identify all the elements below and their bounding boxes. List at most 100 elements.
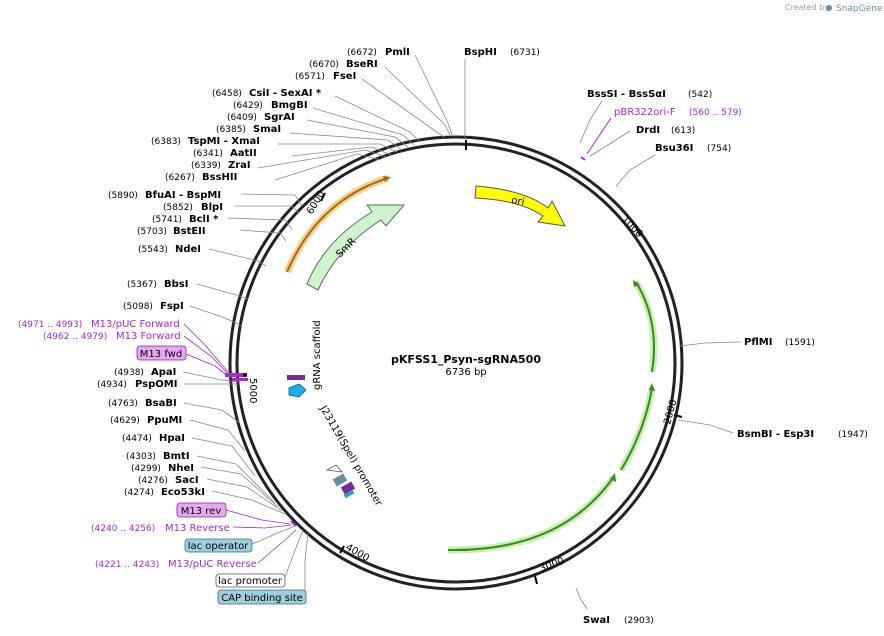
lac-promoter-box[interactable] <box>215 573 286 588</box>
site-name-bsabi[interactable]: BsaBI <box>145 398 177 409</box>
site-name-bsteii[interactable]: BstEII <box>173 226 206 237</box>
site-name-saci[interactable]: SacI <box>175 475 199 486</box>
site-name-apai[interactable]: ApaI <box>151 367 176 378</box>
grna-scaffold-feature[interactable]: gRNA scaffold <box>287 320 323 398</box>
m13-rev-box[interactable] <box>176 502 227 518</box>
site-name-bmgbi[interactable]: BmgBI <box>271 100 308 111</box>
j23119-block-1 <box>332 473 348 487</box>
primer-marks <box>225 117 612 527</box>
site-name-bmti[interactable]: BmtI <box>163 451 190 462</box>
site-pos: (5890) <box>108 191 138 201</box>
top-site-labels: (6672) PmlI (6670) BseRI (6571) FseI (64… <box>151 47 410 183</box>
site-name-bcli[interactable]: BclI * <box>189 214 219 225</box>
m13-fwd-primer-mark-2 <box>232 378 248 381</box>
j23119-arrow-icon <box>325 464 343 473</box>
site-name-pmli[interactable]: PmlI <box>385 47 410 58</box>
snapgene-credit: Created by SnapGene <box>785 3 883 14</box>
j23119-feature[interactable]: J23119(SpeI) promoter <box>317 403 384 509</box>
site-name-pflmi[interactable]: PflMI <box>744 337 772 348</box>
green-arc-2-glow <box>617 387 656 472</box>
ori-feature[interactable]: ori <box>474 185 566 227</box>
site-name-zrai[interactable]: ZraI <box>228 160 251 171</box>
m13-rev-box-label: M13 rev <box>181 506 222 517</box>
orange-feature-arc[interactable] <box>283 174 391 274</box>
site-name-fspi[interactable]: FspI <box>160 301 184 312</box>
credit-brand: SnapGene <box>836 4 883 14</box>
site-pos: (1947) <box>838 430 868 440</box>
primer-name-m13puc-forward[interactable]: M13/pUC Forward <box>91 319 180 330</box>
site-name-nhei[interactable]: NheI <box>168 463 194 474</box>
site-pos: (5852) <box>163 203 193 213</box>
site-name-eco53ki[interactable]: Eco53kI <box>161 487 205 498</box>
top-site-leaders <box>257 54 466 181</box>
tick-3000 <box>534 575 538 585</box>
site-name-bsphi[interactable]: BspHI <box>464 47 497 58</box>
ori-arrow[interactable] <box>474 185 566 227</box>
cap-site-box[interactable] <box>217 589 307 605</box>
orange-arc-line <box>286 177 389 273</box>
tick-label-3000: 3000 <box>538 556 566 575</box>
grna-label: gRNA scaffold <box>312 320 323 390</box>
orange-arc-arrowhead <box>383 176 391 182</box>
site-pos: (6383) <box>151 137 181 147</box>
site-name-blpi[interactable]: BlpI <box>201 202 223 213</box>
site-name-drdi[interactable]: DrdI <box>636 125 660 136</box>
green-feature-arcs[interactable] <box>447 280 658 554</box>
site-name-ndei[interactable]: NdeI <box>175 244 201 255</box>
lac-operator-box[interactable] <box>184 538 253 553</box>
site-pos: (6409) <box>227 113 257 123</box>
site-name-bsmbi[interactable]: BsmBI - Esp3I <box>737 429 814 440</box>
site-pos: (6731) <box>510 48 540 58</box>
grna-primer-mark <box>287 375 305 380</box>
site-name-aatii[interactable]: AatII <box>230 148 257 159</box>
site-name-bfuai[interactable]: BfuAI - BspMI <box>145 190 221 201</box>
site-name-swai[interactable]: SwaI <box>583 615 610 626</box>
tick-2000 <box>673 414 683 418</box>
site-pos: (4299) <box>131 464 161 474</box>
site-pos: (4276) <box>138 476 168 486</box>
site-name-bbsi[interactable]: BbsI <box>164 279 188 290</box>
site-name-ppumi[interactable]: PpuMI <box>147 415 182 426</box>
site-name-fsei[interactable]: FseI <box>333 71 356 82</box>
backbone-outer <box>228 135 684 591</box>
m13-fwd-box[interactable] <box>136 345 187 361</box>
site-pos: (5367) <box>127 280 157 290</box>
site-name-bseri[interactable]: BseRI <box>346 59 378 70</box>
site-name-bsu36i[interactable]: Bsu36I <box>655 143 693 154</box>
primer-name-m13puc-reverse[interactable]: M13/pUC Reverse <box>168 559 257 570</box>
site-name-hpai[interactable]: HpaI <box>159 433 185 444</box>
green-arc-2 <box>620 387 653 471</box>
site-pos: (6670) <box>309 60 339 70</box>
smr-arrow[interactable] <box>306 204 406 291</box>
credit-prefix: Created by <box>785 3 829 12</box>
site-name-bsshii[interactable]: BssHII <box>202 172 237 183</box>
ori-label: ori <box>510 195 525 208</box>
site-name-psponi[interactable]: PspOMI <box>135 379 177 390</box>
site-name-csii[interactable]: CsiI - SexAI * <box>249 88 322 99</box>
primer-name-m13-forward[interactable]: M13 Forward <box>116 331 181 342</box>
site-pos: (754) <box>707 144 731 154</box>
lac-promoter-label: lac promoter <box>218 576 283 587</box>
primer-name-pbr322ori[interactable]: pBR322ori-F <box>614 107 676 118</box>
m13-fwd-box-label: M13 fwd <box>140 349 182 360</box>
site-name-tspmi[interactable]: TspMI - XmaI <box>188 136 260 147</box>
site-pos: (5543) <box>138 245 168 255</box>
backbone-inner <box>235 142 677 584</box>
site-pos: (6571) <box>295 72 325 82</box>
primer-pos: (4971 .. 4993) <box>18 320 82 330</box>
site-pos: (2903) <box>624 616 654 626</box>
site-pos: (4629) <box>110 416 140 426</box>
site-name-bsssi[interactable]: BssSI - BssSαI <box>587 89 666 100</box>
primer-pos: (4962 .. 4979) <box>43 332 107 342</box>
site-pos: (4938) <box>114 368 144 378</box>
tick-4000 <box>339 545 345 554</box>
primer-name-m13-reverse[interactable]: M13 Reverse <box>165 523 230 534</box>
cap-site-label: CAP binding site <box>221 593 303 604</box>
site-name-smai[interactable]: SmaI <box>253 124 281 135</box>
site-pos: (6458) <box>212 89 242 99</box>
snapgene-logo-icon <box>826 5 832 11</box>
site-name-sgrai[interactable]: SgrAI <box>264 112 295 123</box>
m13-rev-primer-mark <box>290 520 297 527</box>
tick-6000 <box>320 192 326 202</box>
